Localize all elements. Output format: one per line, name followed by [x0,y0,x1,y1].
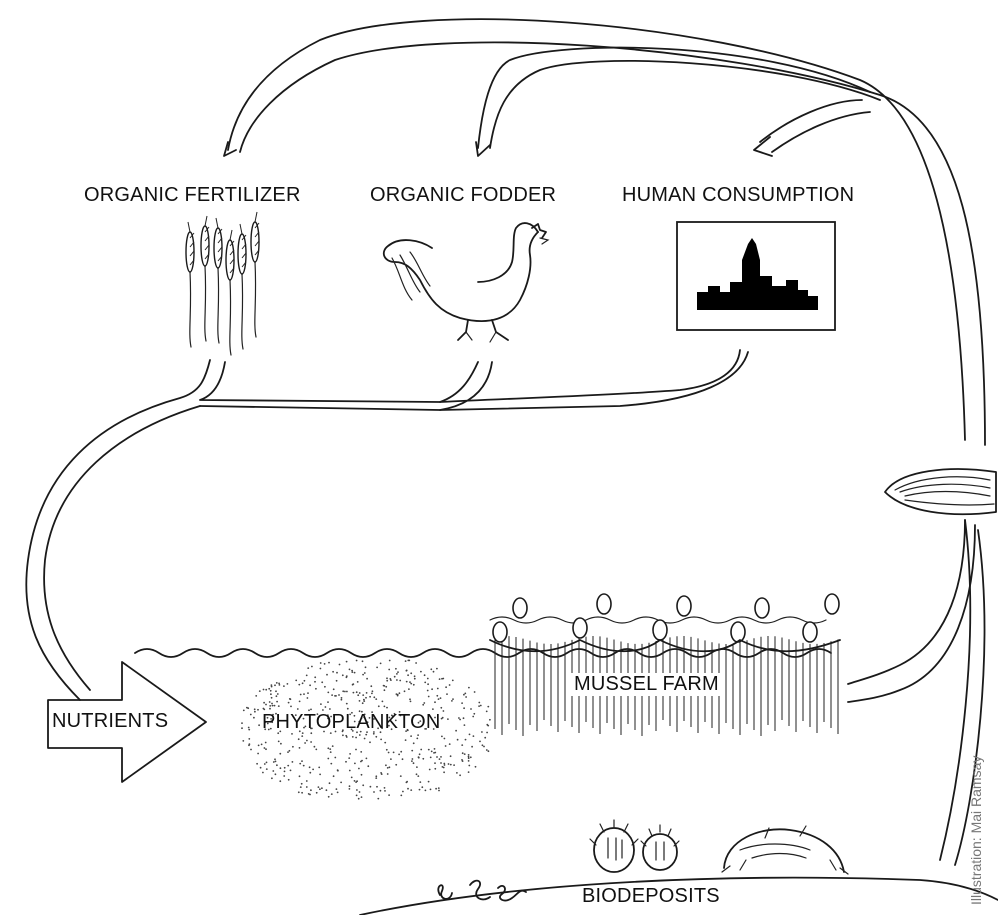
human-consumption-label: HUMAN CONSUMPTION [622,184,855,206]
worm-icon [437,879,527,902]
right-channel [847,519,986,866]
nutrients-arrow [47,661,207,783]
city-skyline-icon [676,221,836,331]
collection-channel [25,349,749,701]
nutrients-label: NUTRIENTS [52,710,169,732]
organic-fertilizer-label: ORGANIC FERTILIZER [84,184,301,206]
water-surface [134,616,832,658]
crab-icon [721,825,849,875]
organic-fodder-label: ORGANIC FODDER [370,184,557,206]
sea-urchin-icon [589,819,680,873]
biodeposits-label: BIODEPOSITS [582,885,720,907]
phytoplankton-patch [241,659,491,800]
seabed [359,876,998,916]
wheat-icon [185,211,260,356]
mussel-icon [884,468,997,516]
return-arrows [223,18,986,446]
mussel-farm [489,593,841,736]
chicken-icon [382,222,550,343]
mussel-farm-label: MUSSEL FARM [570,673,723,696]
illustration-credit: Illustration: Mai Ramsay [968,755,984,905]
phytoplankton-label: PHYTOPLANKTON [262,711,441,733]
